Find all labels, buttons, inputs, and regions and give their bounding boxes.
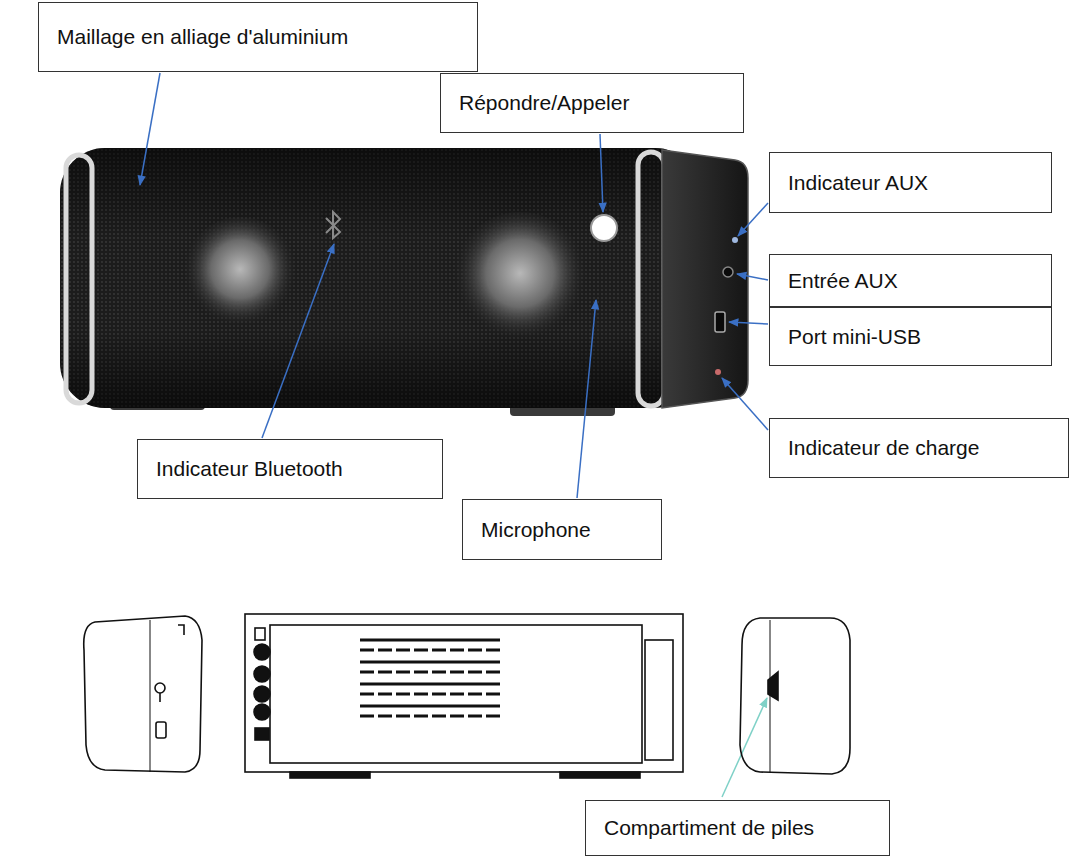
label-text: Maillage en alliage d'aluminium: [57, 24, 348, 49]
leader-line: [737, 274, 768, 280]
port-label: Entrée AUX: [769, 254, 1052, 307]
charge-indicator: [715, 369, 721, 375]
label-text: Microphone: [481, 517, 591, 542]
speaker-cone: [452, 212, 588, 348]
end-view-right: [740, 618, 850, 774]
answer-button: [591, 215, 617, 241]
microphone-label: Microphone: [462, 499, 662, 560]
silver-ring: [66, 155, 92, 403]
end-cap: [662, 150, 748, 408]
label-text: Répondre/Appeler: [459, 90, 629, 115]
label-text: Port mini-USB: [788, 324, 921, 349]
leader-line: [577, 300, 596, 498]
button-label: Répondre/Appeler: [440, 73, 744, 133]
label-text: Entrée AUX: [788, 268, 898, 293]
end-view-left: [84, 616, 202, 772]
leader-line: [722, 698, 767, 797]
usb-port: [715, 312, 725, 332]
leader-line: [600, 134, 603, 212]
leader-line: [738, 203, 768, 236]
bluetooth-logo: [326, 212, 340, 238]
body-shading: [60, 148, 700, 408]
aux-indicator: [732, 237, 738, 243]
label-text: Indicateur AUX: [788, 170, 928, 195]
port-label: Port mini-USB: [769, 307, 1052, 366]
mesh-label: Maillage en alliage d'aluminium: [38, 2, 478, 72]
indicator-label: Indicateur de charge: [769, 418, 1069, 478]
top-view: [245, 614, 683, 778]
leader-line: [722, 378, 768, 430]
aux-jack: [723, 267, 733, 277]
silver-ring: [638, 152, 664, 406]
battery-label: Compartiment de piles: [585, 800, 890, 856]
speaker-cone: [182, 217, 298, 333]
label-text: Indicateur de charge: [788, 435, 979, 460]
leader-lines: [140, 73, 768, 498]
indicator-label: Indicateur AUX: [769, 152, 1052, 213]
leader-line: [729, 322, 768, 324]
speaker-body: [60, 148, 700, 408]
indicator-label: Indicateur Bluetooth: [137, 439, 443, 499]
leader-line: [262, 244, 334, 438]
leader-line: [140, 73, 160, 185]
label-text: Compartiment de piles: [604, 815, 814, 840]
label-text: Indicateur Bluetooth: [156, 456, 343, 481]
